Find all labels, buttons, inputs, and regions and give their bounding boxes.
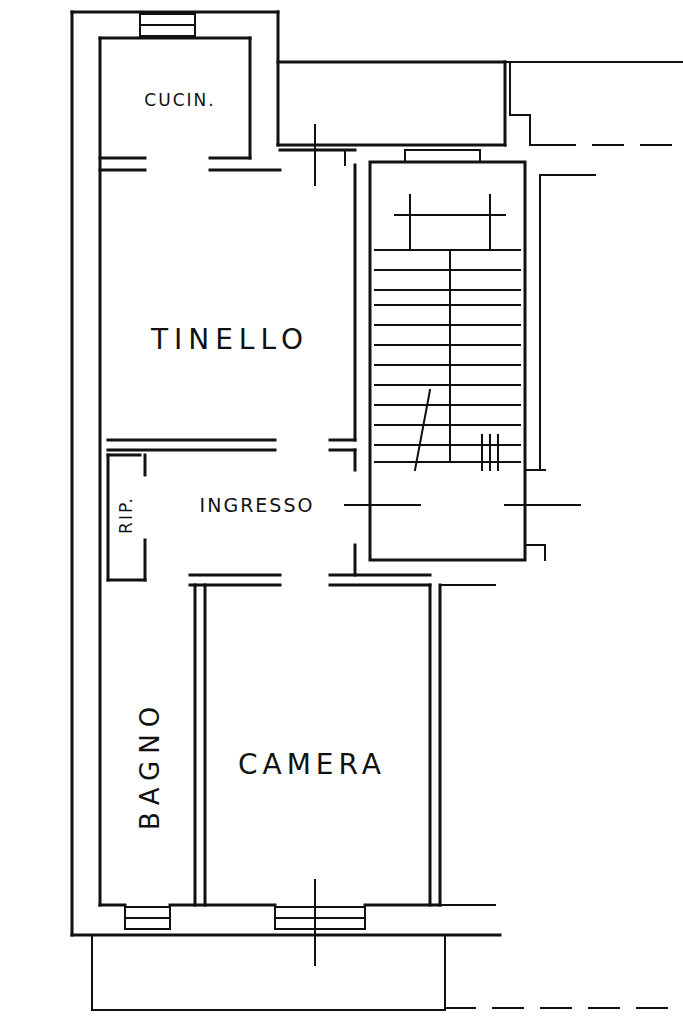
room-label: TINELLO xyxy=(151,326,309,354)
room-label: INGRESSO xyxy=(200,496,315,515)
room-label: CAMERA xyxy=(238,751,386,779)
room-label: BAGNO xyxy=(137,700,163,830)
room-label: RIP. xyxy=(118,496,135,534)
room-label: CUCIN. xyxy=(144,92,215,109)
